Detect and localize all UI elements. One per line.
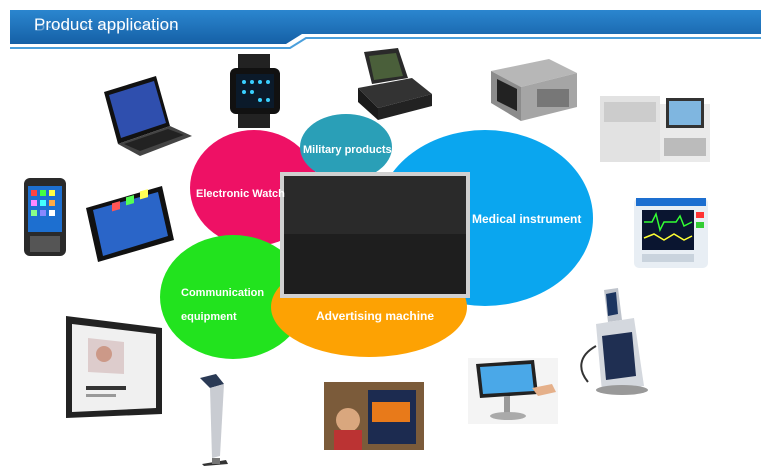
watch-image [230, 54, 280, 128]
touchscreen-ad-photo [324, 382, 424, 450]
label-communication-1: Communication [181, 287, 265, 299]
label-communication-2: equipment [181, 311, 237, 323]
phone-image [24, 178, 66, 256]
beauty-equipment-image [580, 288, 648, 395]
bubble-military [300, 114, 392, 180]
label-medical: Medical instrument [472, 212, 582, 226]
patient-monitor-image [634, 198, 708, 268]
label-advertising: Advertising machine [316, 309, 435, 323]
tablet-image [86, 186, 174, 262]
header-banner: Product application Product application [10, 10, 761, 49]
touch-kiosk-image [468, 358, 558, 424]
military-case-image [358, 48, 432, 120]
label-military: Military products [303, 144, 392, 156]
advertising-display-image [66, 316, 162, 418]
spectrum-analyzer-image [491, 59, 577, 121]
label-watch: Electronic Watch [196, 188, 285, 200]
queue-kiosk-image [200, 374, 228, 466]
bubble-communication [160, 235, 306, 359]
page-title: Product application [34, 15, 179, 34]
medical-analyzer-image [600, 96, 710, 162]
banner-shape [10, 10, 761, 49]
laptop-image [104, 76, 192, 156]
